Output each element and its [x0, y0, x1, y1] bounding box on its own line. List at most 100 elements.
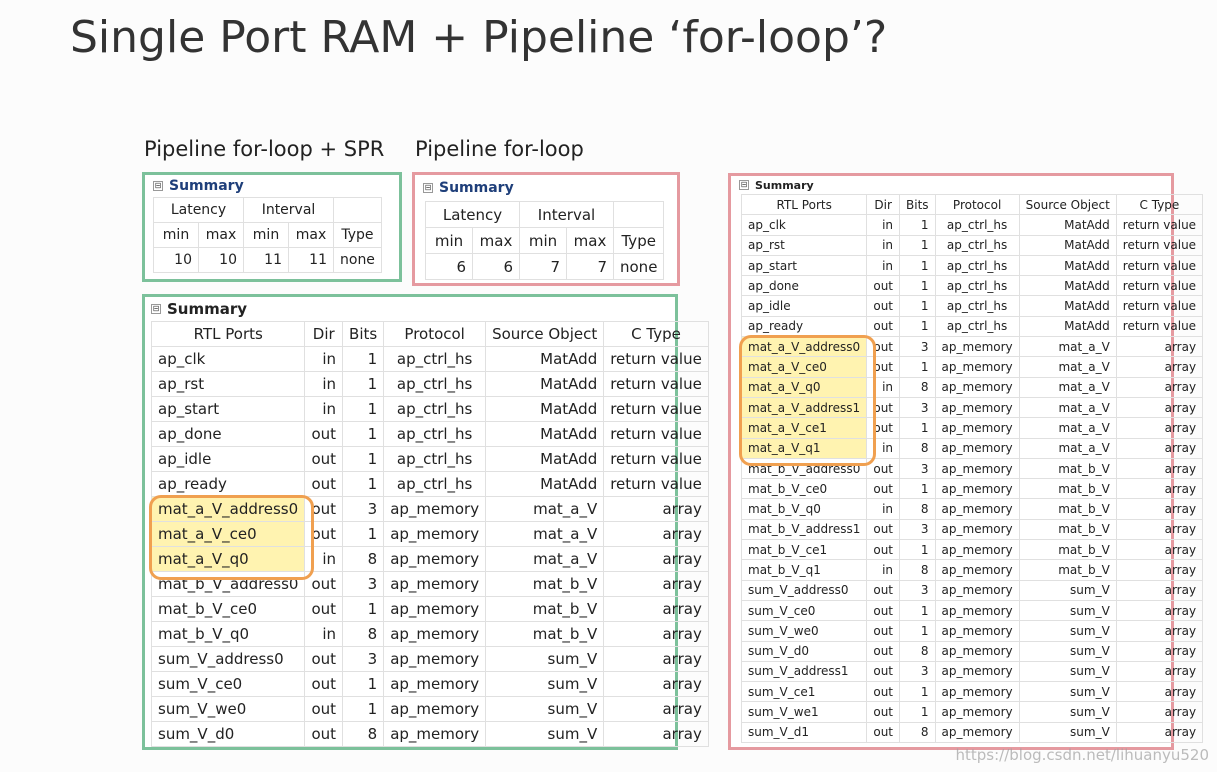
cell-rtl-port: mat_b_V_address0 — [150, 571, 306, 597]
cell-bits: 3 — [899, 336, 936, 358]
cell-rtl-port: mat_b_V_ce1 — [740, 539, 868, 561]
cell-bits: 8 — [342, 621, 385, 647]
collapse-toggle-icon[interactable]: ⊟ — [151, 304, 161, 314]
cell-rtl-port: mat_b_V_ce0 — [740, 478, 868, 500]
cell-dir: in — [866, 254, 901, 277]
pipeline-type: none — [333, 247, 382, 273]
cell-c-type: return value — [603, 471, 709, 497]
cell-source-object: MatAdd — [1018, 214, 1117, 236]
cell-bits: 1 — [899, 295, 936, 317]
cell-c-type: array — [603, 721, 709, 747]
cell-bits: 1 — [899, 417, 936, 439]
cell-protocol: ap_ctrl_hs — [383, 471, 487, 497]
cell-source-object: mat_b_V — [1018, 518, 1117, 541]
cell-bits: 1 — [342, 596, 385, 622]
cell-protocol: ap_memory — [383, 496, 487, 522]
summary-header[interactable]: ⊟ Summary — [145, 297, 675, 321]
summary-header[interactable]: ⊟ Summary — [731, 176, 1171, 194]
cell-rtl-port: sum_V_address0 — [150, 646, 306, 672]
cell-source-object: sum_V — [1018, 681, 1117, 703]
cell-protocol: ap_memory — [383, 546, 487, 572]
collapse-toggle-icon[interactable]: ⊟ — [423, 183, 433, 193]
cell-c-type: array — [1115, 356, 1204, 378]
cell-bits: 1 — [899, 356, 936, 378]
summary-header[interactable]: ⊟ Summary — [145, 175, 399, 197]
cell-protocol: ap_memory — [934, 701, 1020, 723]
cell-protocol: ap_memory — [383, 596, 487, 622]
cell-dir: out — [866, 701, 901, 723]
cell-protocol: ap_ctrl_hs — [934, 295, 1020, 317]
cell-c-type: array — [1115, 599, 1204, 622]
cell-source-object: sum_V — [1018, 721, 1117, 744]
cell-dir: out — [304, 446, 344, 472]
column-header-c-type: C Type — [1115, 193, 1204, 216]
cell-rtl-port: sum_V_d0 — [150, 721, 306, 747]
watermark: https://blog.csdn.net/lihuanyu520 — [955, 746, 1209, 764]
cell-c-type: return value — [1115, 234, 1204, 256]
cell-bits: 1 — [342, 521, 385, 547]
cell-dir: out — [866, 599, 901, 622]
cell-bits: 8 — [899, 437, 936, 459]
cell-protocol: ap_ctrl_hs — [383, 446, 487, 472]
cell-protocol: ap_memory — [383, 521, 487, 547]
cell-bits: 1 — [342, 446, 385, 472]
cell-source-object: mat_b_V — [485, 571, 605, 597]
cell-bits: 1 — [342, 396, 385, 422]
cell-protocol: ap_ctrl_hs — [383, 346, 487, 372]
latency-max: 10 — [198, 247, 244, 273]
cell-source-object: mat_a_V — [485, 496, 605, 522]
cell-bits: 1 — [899, 599, 936, 622]
cell-bits: 1 — [899, 681, 936, 703]
perf-summary-pipeline: ⊟ Summary Latency Interval min max min m… — [412, 172, 680, 286]
summary-header[interactable]: ⊟ Summary — [415, 175, 677, 201]
cell-dir: in — [304, 396, 344, 422]
cell-c-type: return value — [603, 396, 709, 422]
cell-source-object: MatAdd — [485, 471, 605, 497]
cell-protocol: ap_memory — [934, 518, 1020, 541]
cell-bits: 1 — [899, 254, 936, 277]
cell-bits: 3 — [899, 518, 936, 541]
cell-rtl-port: mat_b_V_address1 — [740, 518, 868, 541]
cell-dir: in — [866, 498, 901, 520]
cell-bits: 1 — [899, 478, 936, 500]
cell-c-type: array — [603, 546, 709, 572]
cell-dir: out — [866, 640, 901, 662]
cell-rtl-port: sum_V_ce1 — [740, 681, 868, 703]
cell-source-object: mat_a_V — [1018, 336, 1117, 358]
cell-c-type: array — [603, 696, 709, 722]
collapse-toggle-icon[interactable]: ⊟ — [153, 181, 163, 191]
cell-dir: out — [866, 478, 901, 500]
cell-rtl-port: ap_rst — [740, 234, 868, 256]
cell-source-object: sum_V — [485, 696, 605, 722]
collapse-toggle-icon[interactable]: ⊟ — [739, 180, 749, 190]
cell-bits: 1 — [899, 214, 936, 236]
cell-protocol: ap_memory — [934, 376, 1020, 398]
cell-bits: 1 — [342, 421, 385, 447]
cell-source-object: mat_b_V — [485, 596, 605, 622]
cell-source-object: mat_b_V — [1018, 457, 1117, 480]
interval-min: 7 — [519, 253, 567, 280]
cell-dir: out — [304, 646, 344, 672]
cell-bits: 3 — [899, 579, 936, 601]
latency-header: Latency — [425, 201, 520, 228]
cell-rtl-port: mat_b_V_q1 — [740, 559, 868, 581]
cell-source-object: mat_b_V — [1018, 498, 1117, 520]
cell-bits: 8 — [899, 640, 936, 662]
min-header: min — [153, 222, 199, 248]
cell-bits: 8 — [899, 376, 936, 398]
cell-bits: 8 — [342, 721, 385, 747]
cell-source-object: mat_a_V — [485, 521, 605, 547]
latency-min: 10 — [153, 247, 199, 273]
cell-protocol: ap_ctrl_hs — [934, 254, 1020, 277]
column-header-rtl-port: RTL Ports — [150, 321, 306, 347]
